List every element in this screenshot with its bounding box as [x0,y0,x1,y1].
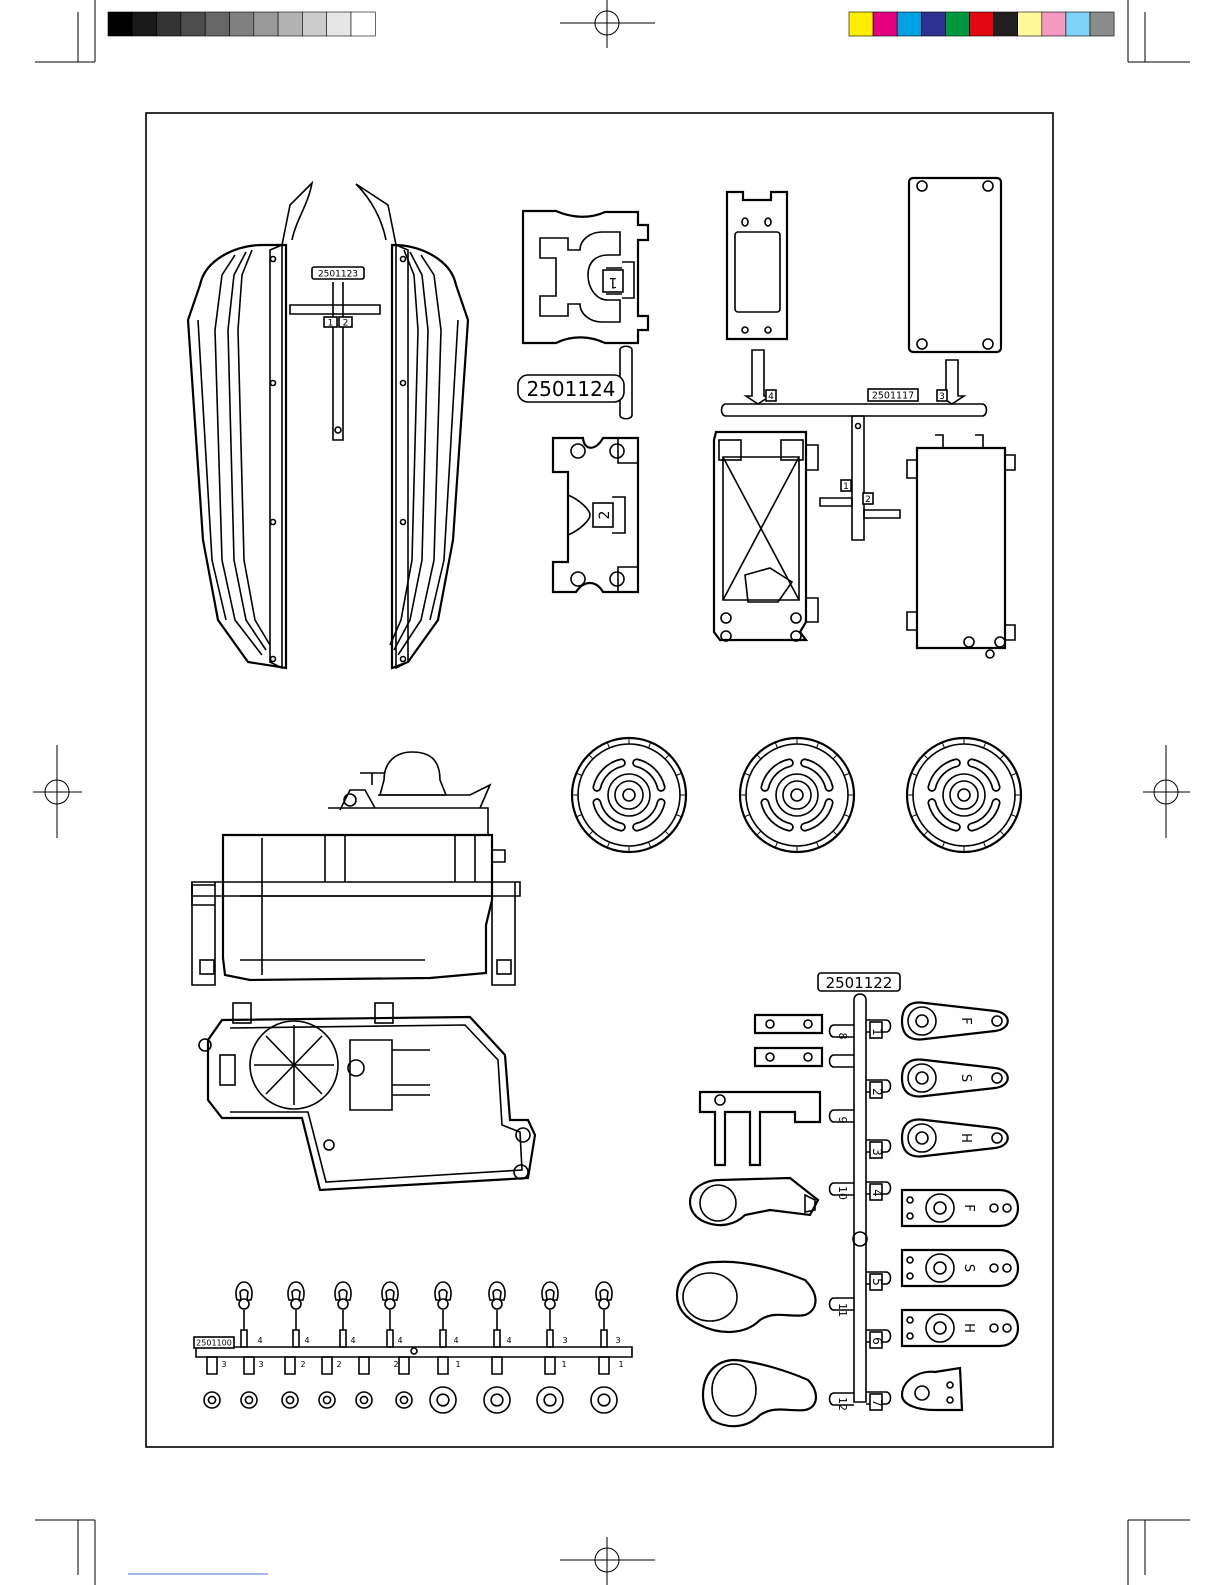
bulkhead-code: 2501124 [526,377,615,401]
clip-number: 4 [304,1336,309,1345]
hub-2 [740,738,854,852]
color-swatch [873,12,897,36]
clip-number: 2 [393,1360,398,1369]
clip-number: 4 [350,1336,355,1345]
gray-swatch [132,12,156,36]
color-swatch [1018,12,1042,36]
color-swatch [897,12,921,36]
gray-swatch [205,12,229,36]
color-swatch [1066,12,1090,36]
color-swatch [1090,12,1114,36]
clip-code: 2501100 [196,1339,232,1348]
registration-target-bottom [560,1537,655,1585]
clip-runner: 2501100 [194,1282,632,1413]
tree-number: 2 [870,1088,884,1096]
bulkhead-number: 1 [609,274,618,290]
bulkhead-runner: 2501124 [518,346,632,419]
servo-saver-parts [677,1015,822,1426]
clip-number: 3 [221,1360,226,1369]
clip-numbers: 4 4 4 4 4 4 3 3 3 3 2 2 2 1 1 1 [221,1336,623,1369]
tree-number: 9 [836,1117,849,1124]
color-bar [849,12,1114,36]
clip-number: 4 [453,1336,458,1345]
clip-number: 3 [562,1336,567,1345]
grayscale-bar [108,12,375,36]
rxbox-number: 4 [768,392,774,402]
hub-1 [572,738,686,852]
rxbox-number: 3 [939,392,945,402]
horn-letter: S [958,1074,973,1082]
rxbox-number: 1 [843,482,849,492]
tree-number: 11 [836,1303,849,1317]
tree-number: 10 [836,1186,849,1200]
registration-target-right [1143,745,1190,838]
receiver-box-lid-large [909,178,1001,352]
body-guard-code: 2501123 [318,270,358,280]
horn-letter: F [958,1017,973,1024]
horn-letter: S [961,1264,976,1272]
runner-number: 2 [343,319,349,329]
clip-number: 3 [615,1336,620,1345]
receiver-box-base [714,432,818,641]
tree-number: 7 [870,1399,884,1407]
registration-target-left [33,745,82,838]
tree-number: 8 [836,1033,849,1040]
registration-target-top [560,0,655,48]
gray-swatch [230,12,254,36]
clip-number: 2 [300,1360,305,1369]
color-swatch [970,12,994,36]
clip-number: 2 [336,1360,341,1369]
fuel-tank-top [199,1003,535,1190]
clip-number: 4 [257,1336,262,1345]
fuel-tank-side [192,752,520,985]
bulkhead-part-2: 2 [553,438,638,592]
gray-swatch [254,12,278,36]
clip-number: 1 [455,1360,460,1369]
horn-letter: H [958,1133,973,1143]
body-guard-left [188,183,312,668]
rxbox-code: 2501117 [872,391,914,402]
color-swatch [945,12,969,36]
clip-number: 1 [561,1360,566,1369]
clip-number: 3 [258,1360,263,1369]
gray-swatch [327,12,351,36]
hub-3 [907,738,1021,852]
tree-number: 6 [870,1337,884,1345]
tree-number: 4 [870,1189,884,1197]
gray-swatch [302,12,326,36]
tree-number: 12 [836,1397,849,1411]
bulkhead-part-1: 1 [523,211,648,343]
receiver-box-runner: 2501117 4 3 1 2 [722,350,987,540]
clip-number: 1 [618,1360,623,1369]
color-swatch [849,12,873,36]
gray-swatch [157,12,181,36]
receiver-box-lid-small [727,192,787,339]
body-guard-right [356,184,468,668]
servo-horns [902,1003,1018,1410]
gray-swatch [351,12,375,36]
tree-number: 1 [870,1028,884,1036]
color-swatch [921,12,945,36]
horn-letter: F [961,1204,976,1211]
clip-number: 4 [506,1336,511,1345]
tree-number: 3 [870,1148,884,1156]
gray-swatch [108,12,132,36]
gray-swatch [278,12,302,36]
tree-number: 5 [870,1278,884,1286]
horn-letter: H [961,1323,976,1333]
bulkhead-number: 2 [597,511,613,520]
clip-number: 4 [397,1336,402,1345]
body-guard-runner: 2501123 1 2 [290,267,380,440]
runner-number: 1 [328,319,334,329]
receiver-box-cover [907,435,1015,658]
servo-tree-code: 2501122 [826,974,893,992]
color-swatch [994,12,1018,36]
rxbox-number: 2 [865,495,871,505]
servo-tree-spurs [830,1020,891,1410]
color-swatch [1042,12,1066,36]
gray-swatch [181,12,205,36]
